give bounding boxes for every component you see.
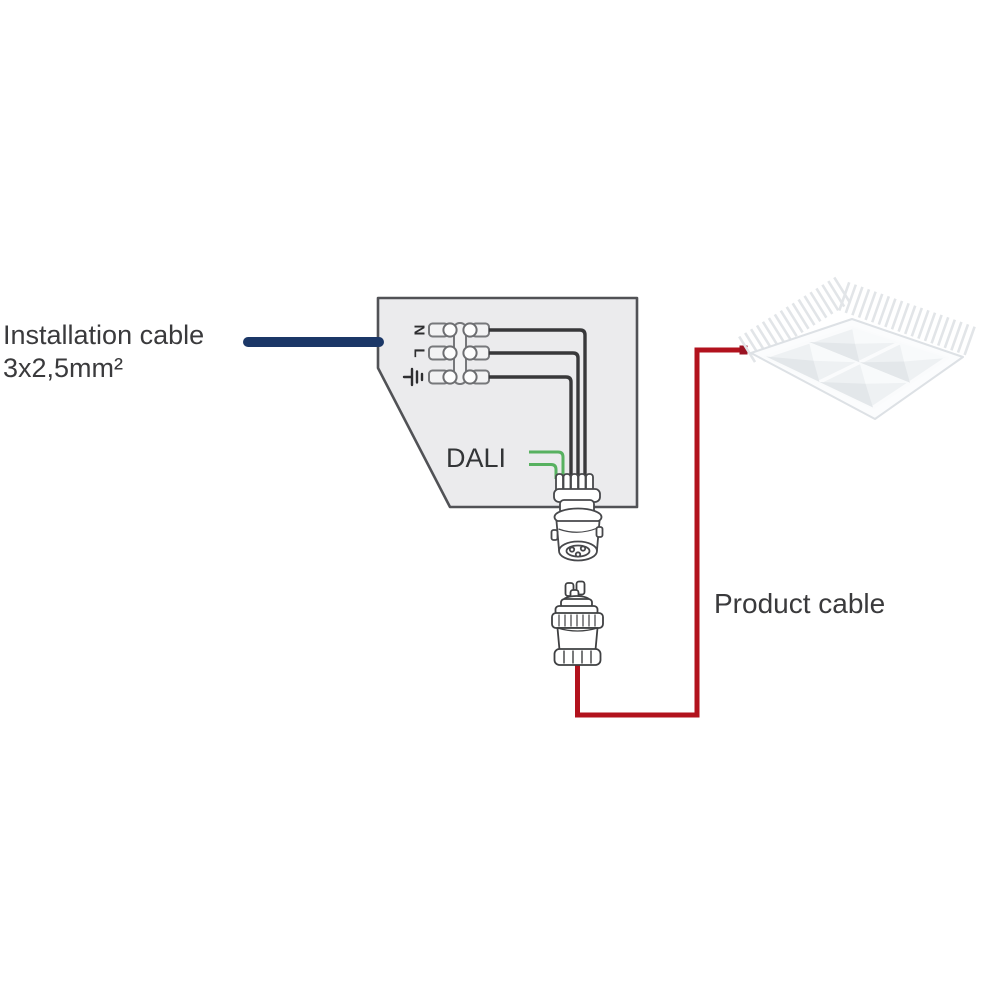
wire-neutral — [489, 328, 587, 479]
luminaire — [738, 276, 979, 420]
socket-gland — [553, 648, 602, 666]
plug-lug — [595, 526, 604, 538]
terminal-block: N L — [402, 322, 490, 387]
earth-ground-icon — [402, 367, 424, 387]
installation-cable-label-line2: 3x2,5mm² — [3, 353, 124, 383]
plug-strain-relief — [555, 473, 594, 493]
reflector-shading — [766, 327, 947, 408]
plug-pin — [568, 546, 576, 553]
mains-wires — [489, 328, 587, 479]
wire-line — [489, 351, 580, 479]
dali-wire-2 — [529, 463, 558, 479]
dali-wires — [529, 450, 565, 479]
product-cable-line — [575, 347, 746, 718]
terminal-port — [442, 345, 458, 361]
dali-label: DALI — [446, 443, 507, 473]
terminal-port — [442, 369, 458, 385]
connector-plug — [550, 473, 604, 562]
terminal-port — [462, 369, 478, 385]
wire-earth — [489, 375, 573, 479]
dali-wire-1 — [529, 450, 565, 479]
plug-lug — [550, 529, 559, 541]
product-cable-label: Product cable — [714, 588, 886, 619]
socket-body-line — [557, 627, 598, 632]
plug-body-line — [558, 527, 598, 533]
installation-cable-label: Installation cable 3x2,5mm² — [3, 319, 204, 385]
socket-gland-ribs — [563, 650, 592, 664]
heatsink-fins-right — [837, 281, 979, 357]
terminal-label-neutral: N — [411, 325, 428, 336]
installation-cable-label-line1: Installation cable — [3, 320, 205, 350]
connector-socket — [551, 580, 604, 666]
socket-knurl-lines — [558, 614, 596, 627]
plug-pin — [574, 551, 582, 558]
terminal-port — [442, 322, 458, 338]
heatsink-fins-left — [738, 276, 852, 363]
terminal-port — [462, 322, 478, 338]
terminal-port — [462, 345, 478, 361]
plug-pin — [579, 545, 587, 552]
terminal-label-line: L — [411, 348, 428, 357]
product-cable-tip — [739, 345, 748, 355]
